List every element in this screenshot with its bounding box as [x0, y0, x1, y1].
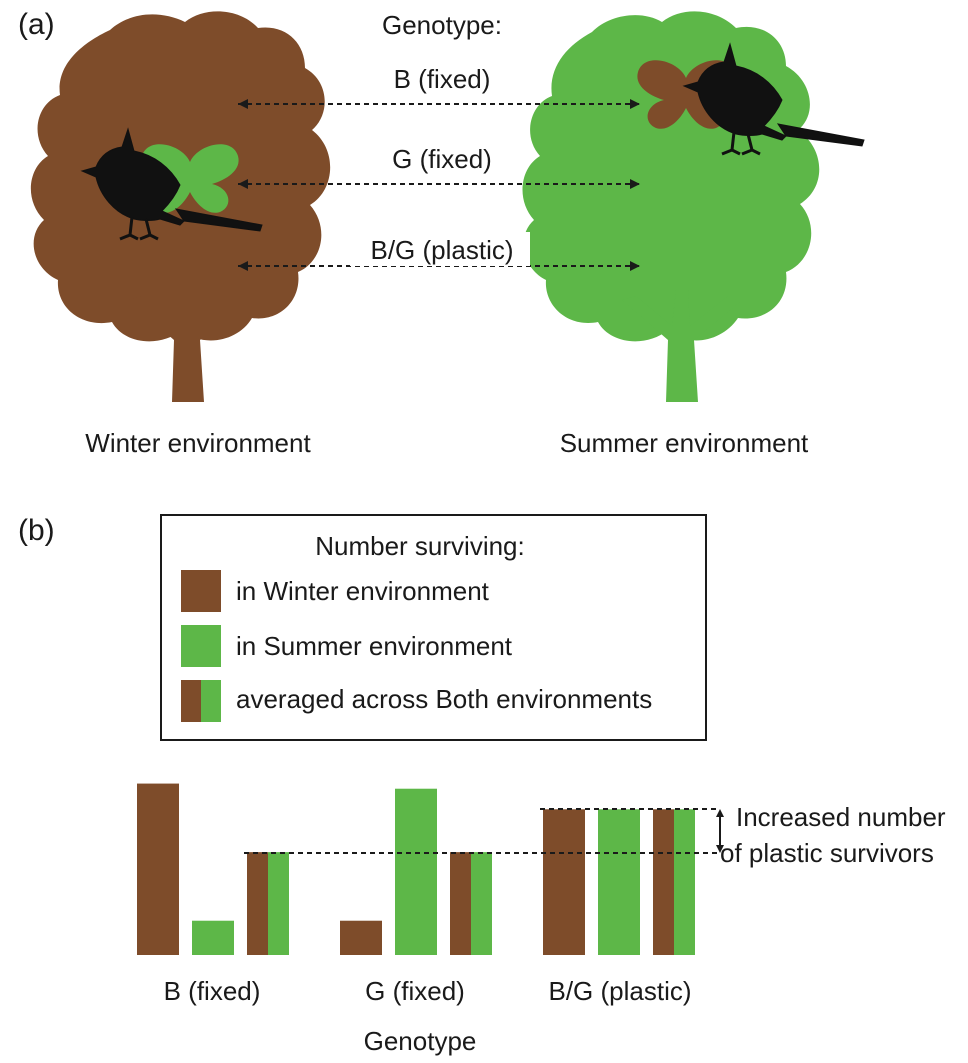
genotype-label-bg: B/G (plastic)	[370, 235, 513, 265]
legend-swatch-summer	[181, 625, 221, 667]
legend-item-summer: in Summer environment	[236, 631, 513, 661]
category-label-b: B (fixed)	[164, 976, 261, 1006]
bar-b-winter	[137, 783, 179, 955]
x-axis-label: Genotype	[364, 1026, 477, 1056]
bar-b-average-winter-half	[247, 852, 268, 955]
legend-item-both: averaged across Both environments	[236, 684, 652, 714]
genotype-label-b: B (fixed)	[394, 64, 491, 94]
legend-swatch-winter	[181, 570, 221, 612]
panel-b-label: (b)	[18, 514, 55, 547]
winter-tree-icon	[30, 11, 331, 402]
category-label-g: G (fixed)	[365, 976, 465, 1006]
bar-bg-summer	[598, 809, 640, 955]
bar-g-average-summer-half	[471, 852, 492, 955]
bar-g-summer	[395, 788, 437, 955]
legend-item-winter: in Winter environment	[236, 576, 490, 606]
bar-chart	[137, 783, 695, 955]
legend-swatch-both-summer-half	[201, 680, 221, 722]
summer-tree-trunk	[622, 290, 740, 402]
bar-g-winter	[340, 920, 382, 955]
summer-environment-label: Summer environment	[560, 428, 809, 458]
bar-b-average-summer-half	[268, 852, 289, 955]
genotype-label-bg-backdrop	[350, 232, 530, 266]
legend-title: Number surviving:	[315, 531, 525, 561]
winter-environment-label: Winter environment	[85, 428, 311, 458]
genotype-label-g: G (fixed)	[392, 144, 492, 174]
bar-g-average-winter-half	[450, 852, 471, 955]
genotype-arrow-b	[238, 99, 640, 109]
bar-b-summer	[192, 920, 234, 955]
winter-tree-trunk	[128, 290, 246, 402]
increase-arrow-icon	[716, 809, 724, 853]
legend: Number surviving: in Winter environment …	[160, 514, 707, 741]
panel-a-label: (a)	[18, 8, 55, 41]
annotation-line-1: Increased number	[736, 802, 946, 832]
annotation-line-2: of plastic survivors	[720, 838, 934, 868]
legend-swatch-both-winter-half	[181, 680, 201, 722]
legend-box	[160, 514, 707, 741]
category-label-bg: B/G (plastic)	[548, 976, 691, 1006]
bar-bg-average-summer-half	[674, 809, 695, 955]
bar-bg-average-winter-half	[653, 809, 674, 955]
genotype-header: Genotype:	[382, 10, 502, 40]
summer-tree-crown	[522, 11, 820, 342]
genotype-arrow-g	[238, 179, 640, 189]
bar-bg-winter	[543, 809, 585, 955]
